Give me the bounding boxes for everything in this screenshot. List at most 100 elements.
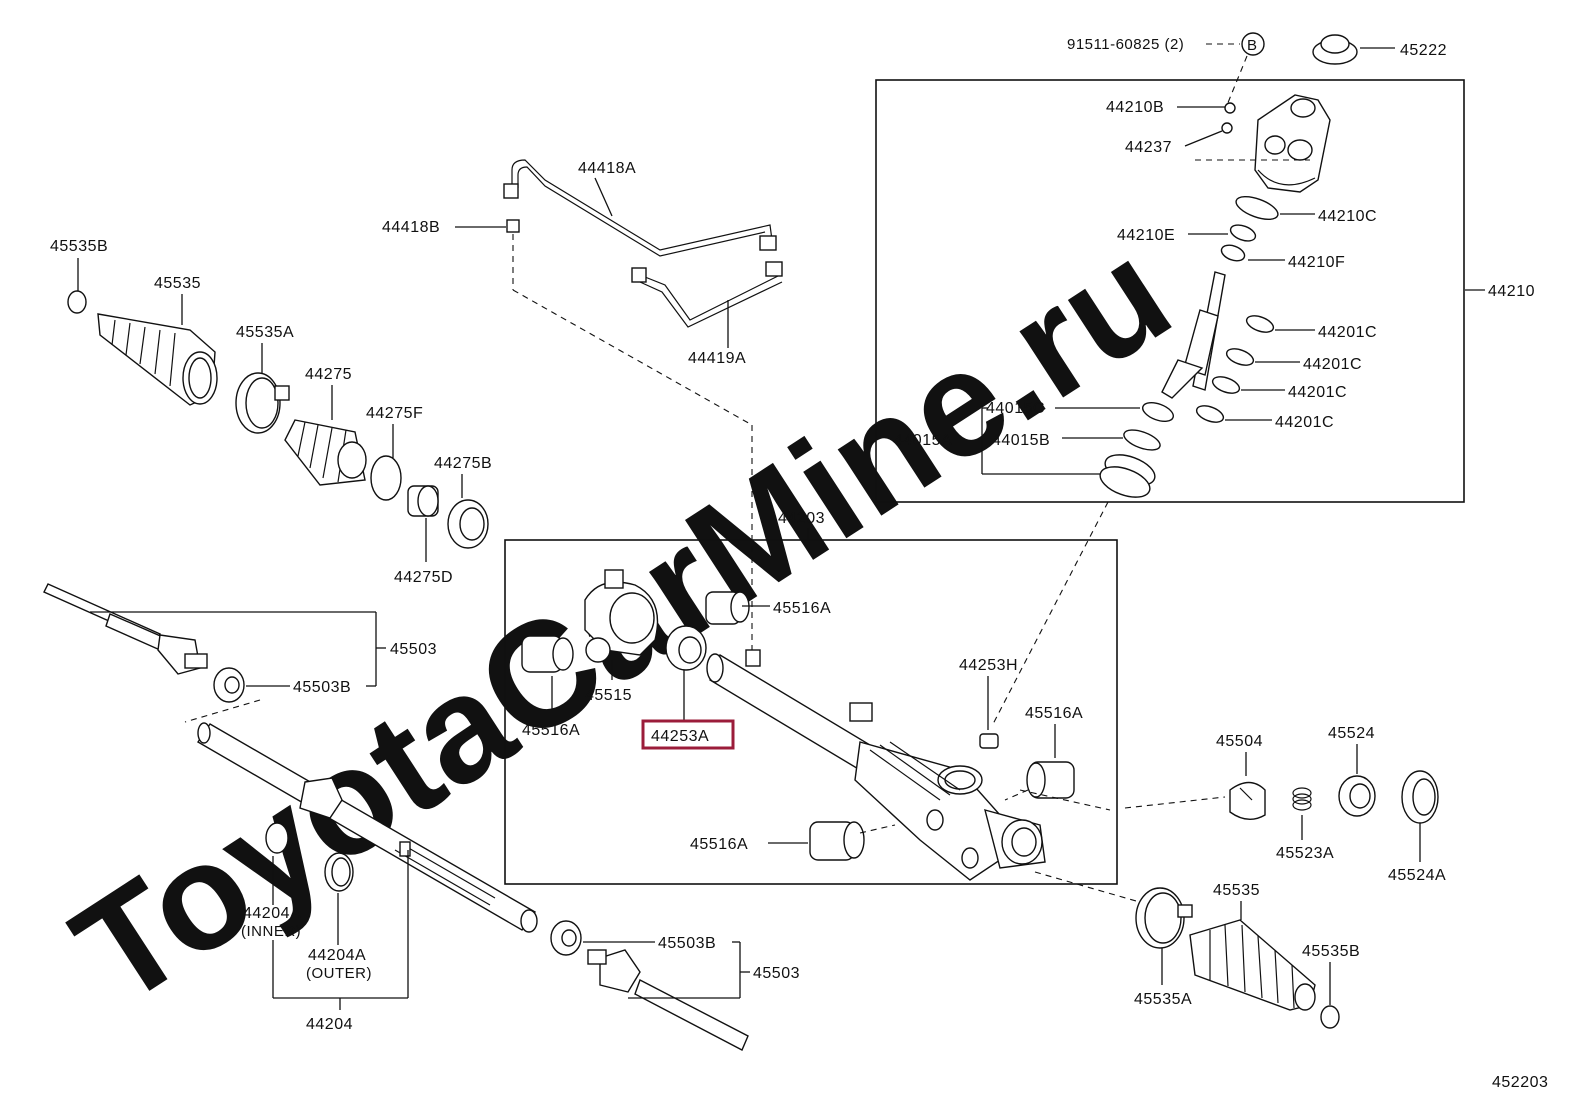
bushing-45516A-1-icon[interactable] <box>521 635 574 673</box>
spring-45523A-icon[interactable] <box>1292 787 1312 811</box>
label-45516A-2[interactable]: 45516A <box>773 600 831 617</box>
label-45524A[interactable]: 45524A <box>1388 867 1446 884</box>
tie-rod-end-lower-icon[interactable] <box>587 949 749 1051</box>
bolt-44237-icon[interactable] <box>1221 122 1233 134</box>
bracket-45515-icon[interactable] <box>584 569 659 663</box>
nut-45503B-bottom-icon[interactable] <box>550 920 582 956</box>
fitting-44418B-icon[interactable] <box>506 219 520 233</box>
label-45535-right[interactable]: 45535 <box>1213 882 1260 899</box>
label-44275B[interactable]: 44275B <box>434 455 492 472</box>
label-45535B-left[interactable]: 45535B <box>50 238 108 255</box>
pinion-shaft-icon[interactable] <box>1161 271 1226 399</box>
seal-44210E-icon[interactable] <box>1228 222 1257 244</box>
clamp-45535B-left-icon[interactable] <box>67 290 87 314</box>
label-44203[interactable]: 44203 <box>778 510 825 527</box>
label-44015C[interactable]: 44015C <box>986 400 1045 417</box>
ref-b-letter: B <box>1247 37 1258 54</box>
label-91511-60825[interactable]: 91511-60825 (2) <box>1067 36 1184 53</box>
housing-group-frame <box>504 539 1118 885</box>
label-44210E[interactable]: 44210E <box>1117 227 1175 244</box>
locknut-45524A-icon[interactable] <box>1401 770 1439 824</box>
label-45503-bottom[interactable]: 45503 <box>753 965 800 982</box>
dust-cap-45222-icon[interactable] <box>1312 34 1358 65</box>
label-44201C-1[interactable]: 44201C <box>1318 324 1377 341</box>
label-44201C-2[interactable]: 44201C <box>1303 356 1362 373</box>
ring-44204A-inner-icon[interactable] <box>265 822 289 854</box>
label-44418A[interactable]: 44418A <box>578 160 636 177</box>
label-44210C[interactable]: 44210C <box>1318 208 1377 225</box>
label-44253H[interactable]: 44253H <box>959 657 1018 674</box>
label-44204A-inner[interactable]: 44204A <box>243 905 301 922</box>
label-44210[interactable]: 44210 <box>1488 283 1535 300</box>
label-44210F[interactable]: 44210F <box>1288 254 1345 271</box>
label-45535B-right[interactable]: 45535B <box>1302 943 1360 960</box>
bushing-44253A-icon[interactable] <box>665 625 707 671</box>
label-45504[interactable]: 45504 <box>1216 733 1263 750</box>
highlight-44253A-box[interactable] <box>641 719 735 750</box>
bearing-44210F-icon[interactable] <box>1219 242 1246 263</box>
clamp-45535A-left-icon[interactable] <box>235 372 290 434</box>
boot-45535-left-icon[interactable] <box>97 313 218 406</box>
clamp-45535B-right-icon[interactable] <box>1320 1005 1340 1029</box>
label-45535A-right[interactable]: 45535A <box>1134 991 1192 1008</box>
valve-housing-icon[interactable] <box>1254 94 1331 193</box>
boot-44275-icon[interactable] <box>284 419 367 486</box>
label-44015B[interactable]: 44015B <box>992 432 1050 449</box>
bushing-45516A-4-icon[interactable] <box>809 821 865 861</box>
label-44204[interactable]: 44204 <box>306 1016 353 1033</box>
label-45524[interactable]: 45524 <box>1328 725 1375 742</box>
label-45222[interactable]: 45222 <box>1400 42 1447 59</box>
pipe-44418A-icon[interactable] <box>503 159 777 257</box>
label-44237[interactable]: 44237 <box>1125 139 1172 156</box>
pipe-44419A-icon[interactable] <box>631 261 783 328</box>
label-45523A[interactable]: 45523A <box>1276 845 1334 862</box>
rack-housing-44203-icon[interactable] <box>706 649 1046 881</box>
ring-44204A-outer-icon[interactable] <box>324 852 354 892</box>
nut-44210B-icon[interactable] <box>1224 102 1236 114</box>
ring-44201C-3-icon[interactable] <box>1210 374 1241 397</box>
ring-44275F-icon[interactable] <box>370 455 402 501</box>
seal-44015C-icon[interactable] <box>1140 399 1176 425</box>
label-44419A[interactable]: 44419A <box>688 350 746 367</box>
label-44275[interactable]: 44275 <box>305 366 352 383</box>
label-44204A-outer[interactable]: 44204A <box>308 947 366 964</box>
bushing-45516A-3-icon[interactable] <box>1026 761 1075 799</box>
bushing-45516A-2-icon[interactable] <box>705 591 750 625</box>
diagram-number: 452203 <box>1492 1074 1548 1091</box>
label-44418B[interactable]: 44418B <box>382 219 440 236</box>
label-44275D[interactable]: 44275D <box>394 569 453 586</box>
ring-44201C-1-icon[interactable] <box>1244 313 1275 336</box>
bearing-44015A-icon[interactable] <box>1096 449 1159 503</box>
label-45503B-top[interactable]: 45503B <box>293 679 351 696</box>
boot-45535-right-icon[interactable] <box>1189 919 1316 1011</box>
bushing-44275D-icon[interactable] <box>407 485 439 517</box>
ring-44201C-4-icon[interactable] <box>1194 403 1225 426</box>
o-ring-44210C-icon[interactable] <box>1233 192 1281 224</box>
label-45503B-bottom[interactable]: 45503B <box>658 935 716 952</box>
label-45503-top[interactable]: 45503 <box>390 641 437 658</box>
nut-45503B-top-icon[interactable] <box>213 667 245 703</box>
label-45516A-4[interactable]: 45516A <box>690 836 748 853</box>
ring-44201C-2-icon[interactable] <box>1224 346 1255 369</box>
label-45516A-1[interactable]: 45516A <box>522 722 580 739</box>
label-45516A-3[interactable]: 45516A <box>1025 705 1083 722</box>
rack-bar-icon[interactable] <box>197 722 538 933</box>
tie-rod-end-upper-icon[interactable] <box>43 583 208 675</box>
label-44253A[interactable]: 44253A <box>651 728 709 745</box>
label-45515[interactable]: 45515 <box>585 687 632 704</box>
label-45535A-left[interactable]: 45535A <box>236 324 294 341</box>
rack-guide-45504-icon[interactable] <box>1229 781 1266 820</box>
label-inner: (INNER) <box>241 923 301 940</box>
label-44275F[interactable]: 44275F <box>366 405 423 422</box>
o-ring-44015B-icon[interactable] <box>1121 426 1162 454</box>
label-44201C-3[interactable]: 44201C <box>1288 384 1347 401</box>
label-44015A[interactable]: 44015A <box>894 432 952 449</box>
bushing-44253H-icon[interactable] <box>979 733 999 749</box>
label-44201C-4[interactable]: 44201C <box>1275 414 1334 431</box>
plug-45524-icon[interactable] <box>1338 775 1376 817</box>
bushing-44275B-icon[interactable] <box>447 499 489 549</box>
label-44210B[interactable]: 44210B <box>1106 99 1164 116</box>
clamp-45535A-right-icon[interactable] <box>1135 887 1193 949</box>
label-45535-left[interactable]: 45535 <box>154 275 201 292</box>
